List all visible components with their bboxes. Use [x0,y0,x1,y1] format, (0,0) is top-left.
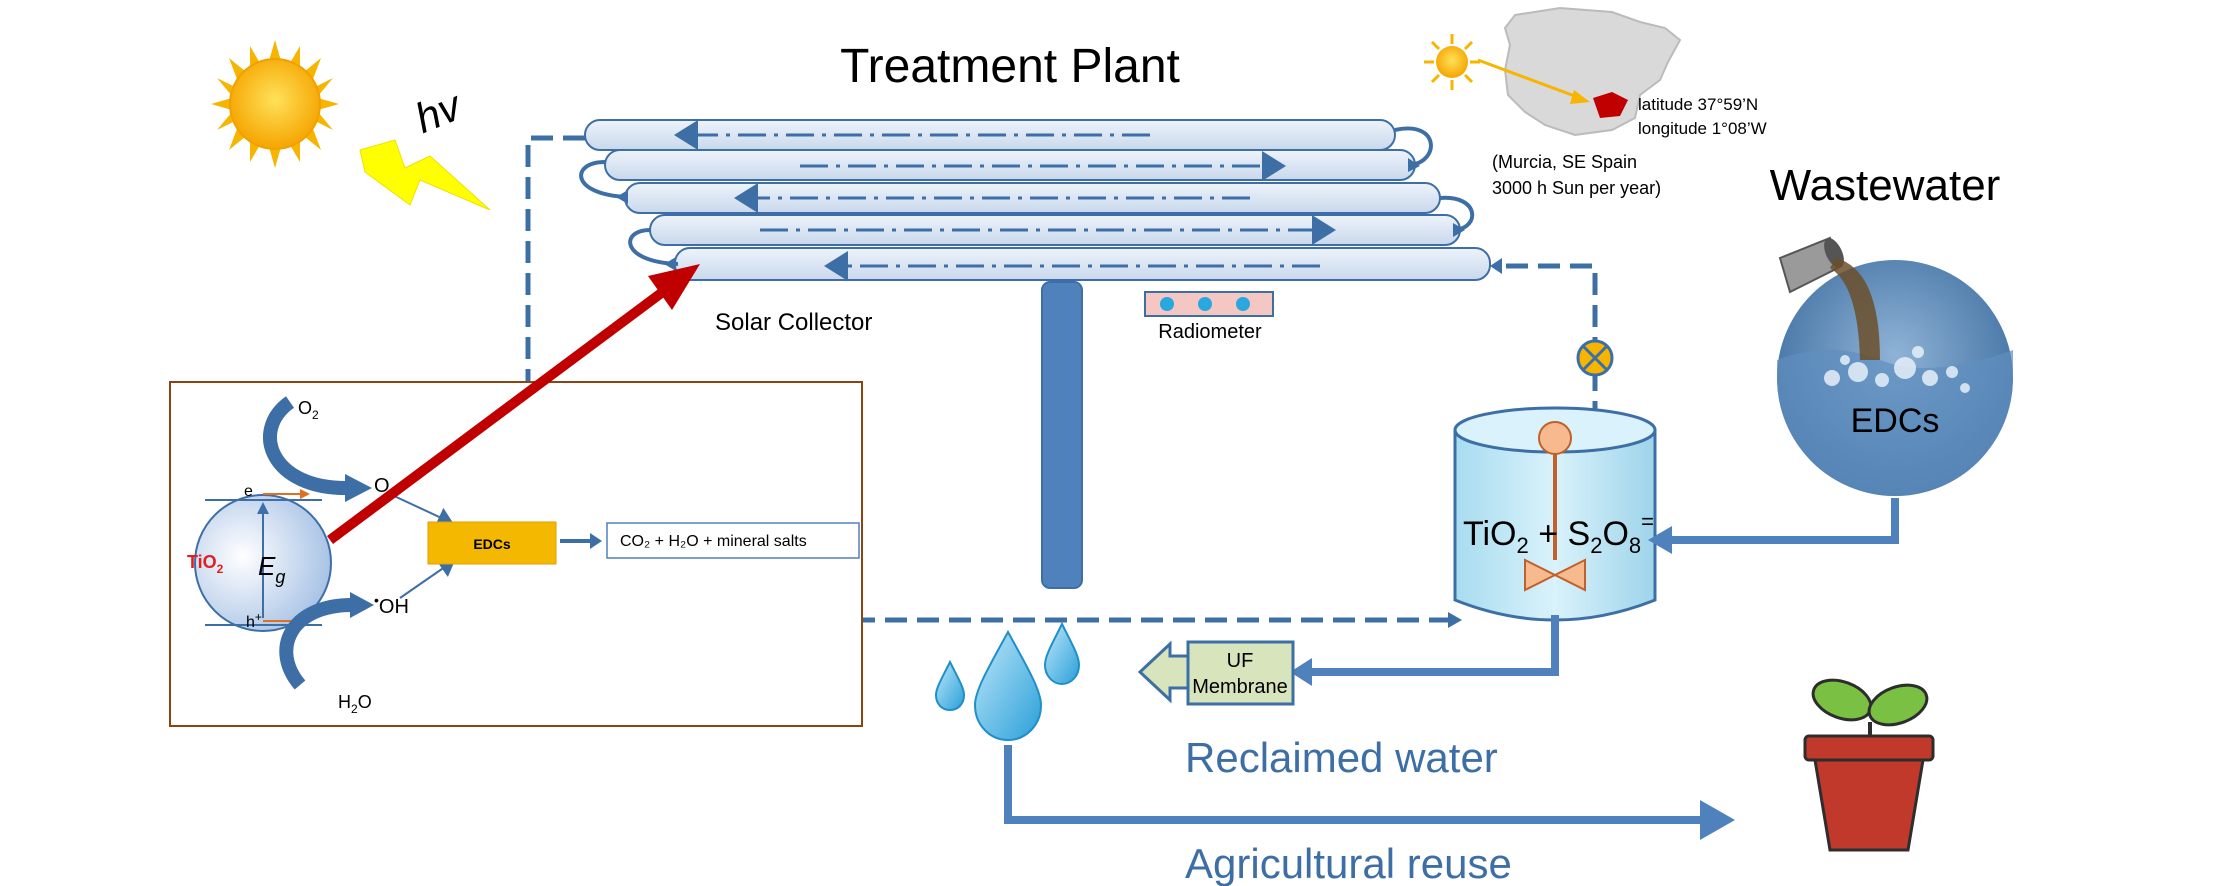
lightning-icon [359,139,491,211]
agricultural-reuse-label: Agricultural reuse [1185,840,1512,886]
edcs-box-label: EDCs [473,536,511,552]
electron-label: e [244,483,253,500]
h2o-oxidation-arrow [279,598,353,690]
plant-pot-icon [1803,678,1935,852]
tio2-inset-label: TiO2 [187,552,224,576]
sun-icon [211,40,339,168]
page-title: Treatment Plant [840,40,1180,93]
h2o-label: H2O [338,692,372,716]
pump-valve-icon [1576,339,1614,377]
reactor-label: TiO2 + S2O8= [1463,509,1654,558]
o2-label: O2 [298,398,319,422]
solar-collector-label: Solar Collector [715,309,872,336]
radiometer-device [1144,291,1274,317]
uf-membrane-line2: Membrane [1192,676,1288,698]
map-pointer-arrow [1477,58,1581,100]
water-drops-icon [934,621,1081,742]
hv-label: hv [408,81,470,142]
eg-label: Eg [258,551,285,587]
reuse-pipe [1004,745,1700,824]
solar-collector [579,119,1491,281]
o2-reduction-arrow [263,396,351,496]
wastewater-globe [1777,236,2013,496]
reactor-outflow-pipe [1310,615,1559,676]
reactor-tank [1453,406,1657,622]
collector-support [1041,281,1083,589]
reclaimed-water-label: Reclaimed water [1185,734,1498,781]
products-box [606,522,860,559]
sun-hours-text: 3000 h Sun per year) [1492,178,1661,198]
red-arrow [327,283,671,545]
edcs-box [427,521,557,565]
uf-membrane-line1: UF [1227,650,1254,672]
radiometer-label: Radiometer [1158,321,1262,343]
location-text: (Murcia, SE Spain [1492,152,1637,172]
hole-label: h+ [246,610,262,631]
collector-tube-5 [674,247,1491,281]
uf-membrane-box [1137,640,1295,706]
longitude-text: longitude 1°08’W [1638,119,1767,138]
hydroxyl-label: •OH [374,592,409,618]
spain-map-icon [1503,6,1682,137]
wastewater-edcs-label: EDCs [1851,402,1940,440]
superoxide-label: O [374,475,390,497]
recirculation-loop [525,135,1452,623]
latitude-text: latitude 37°59’N [1638,95,1758,114]
small-sun-icon [1424,34,1480,90]
products-label: CO₂ + H₂O + mineral salts [620,533,807,550]
wastewater-inflow-pipe [1670,498,1899,544]
wastewater-label: Wastewater [1770,161,2001,210]
